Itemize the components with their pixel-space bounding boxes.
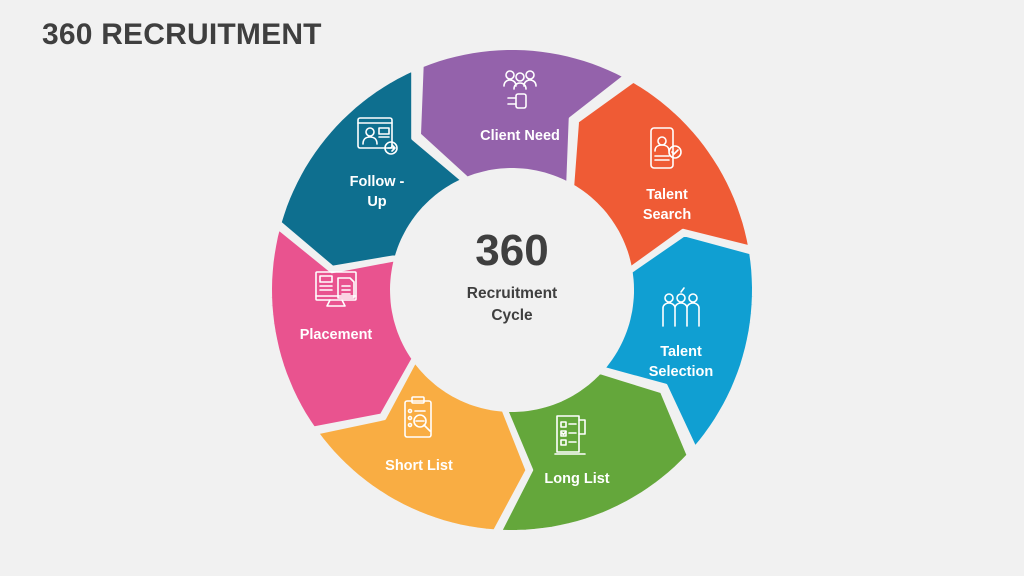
- people-hand-icon: [496, 66, 544, 114]
- segment-label-line1: Talent: [660, 344, 702, 360]
- segment-long-list: [497, 370, 691, 534]
- group-selection-icon: [657, 286, 705, 334]
- segment-label-line2: Search: [642, 207, 692, 223]
- checklist-scroll-icon: [549, 410, 597, 458]
- monitor-document-icon: [312, 266, 360, 314]
- segment-label-client-need: Client Need: [460, 126, 580, 146]
- segment-label-long-list: Long List: [517, 469, 637, 489]
- segment-talent-selection: [600, 232, 756, 451]
- center-number: 360: [475, 226, 549, 275]
- web-profile-arrow-icon: [353, 112, 401, 160]
- segment-label-line1: Long List: [544, 471, 610, 487]
- phone-profile-check-icon: [640, 124, 688, 172]
- center-subtitle: Recruitment Cycle: [412, 283, 612, 327]
- segment-placement: [268, 225, 416, 431]
- segment-label-line1: Short List: [385, 458, 453, 474]
- center-circle: [394, 172, 630, 408]
- segment-label-line2: Selection: [648, 364, 714, 380]
- segment-client-need: [417, 46, 628, 186]
- center-subtitle-line1: Recruitment: [466, 285, 558, 302]
- segment-label-short-list: Short List: [359, 456, 479, 476]
- segment-label-follow-up: Follow - Up: [317, 172, 437, 212]
- segment-talent-search: [570, 78, 753, 271]
- center-subtitle-line2: Cycle: [491, 307, 533, 324]
- segment-follow-up: [277, 67, 465, 270]
- segment-label-placement: Placement: [276, 325, 396, 345]
- segment-label-line1: Follow -: [349, 174, 405, 190]
- segment-label-line1: Placement: [299, 327, 373, 343]
- segment-label-line1: Talent: [646, 187, 688, 203]
- segment-short-list: [314, 358, 530, 534]
- clipboard-search-icon: [395, 394, 443, 442]
- page-title: 360 RECRUITMENT: [42, 18, 322, 51]
- segment-label-line2: Up: [367, 194, 387, 210]
- segment-label-line1: Client Need: [480, 128, 560, 144]
